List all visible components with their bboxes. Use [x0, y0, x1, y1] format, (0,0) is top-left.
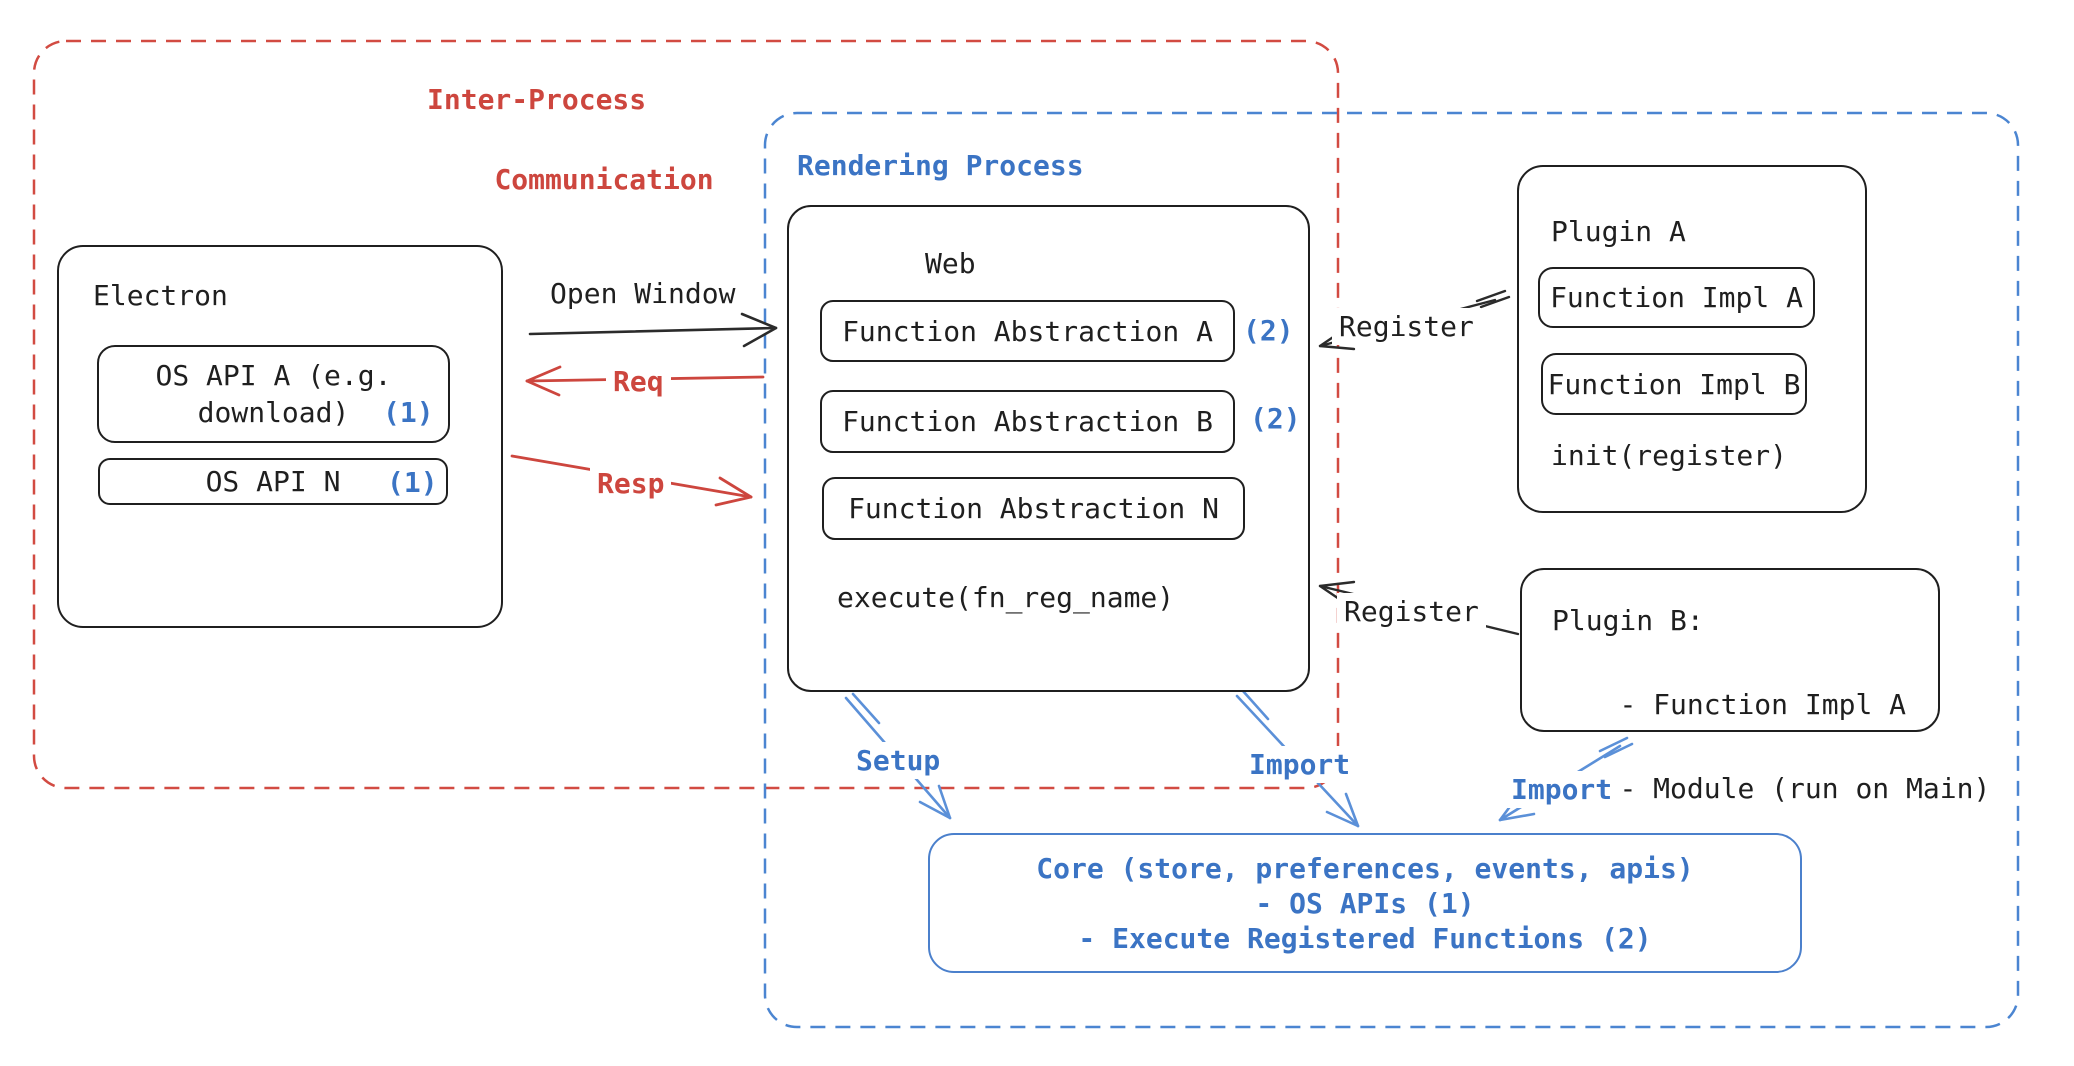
function-impl-b-label: Function Impl B [1547, 367, 1801, 401]
os-api-a-line2: download) [197, 396, 350, 429]
function-impl-a-box: Function Impl A [1538, 267, 1815, 328]
function-abstraction-b-label: Function Abstraction B [842, 405, 1213, 438]
function-impl-b-box: Function Impl B [1541, 353, 1807, 415]
os-api-n-label: OS API N [205, 465, 341, 498]
open-window-arrow [528, 312, 778, 348]
function-abstraction-n-label: Function Abstraction N [848, 492, 1219, 525]
req-label: Req [606, 363, 671, 400]
os-api-n-ref-badge: (1) [387, 466, 438, 499]
function-impl-a-label: Function Impl A [1550, 281, 1803, 314]
register-b-label: Register [1337, 593, 1486, 630]
plugin-b-item-module: - Module (run on Main) [1619, 772, 1991, 805]
web-title: Web [925, 247, 976, 280]
plugin-a-title: Plugin A [1551, 215, 1686, 248]
init-register-label: init(register) [1551, 439, 1788, 472]
plugin-b-item-impl: - Function Impl A [1619, 688, 1907, 721]
resp-label: Resp [590, 465, 672, 502]
ipc-region-label: Inter-Process Communication [427, 80, 714, 200]
function-abstraction-a-badge: (2) [1243, 314, 1294, 347]
os-api-a-line1: OS API A (e.g. [155, 359, 392, 392]
electron-title: Electron [93, 279, 228, 312]
core-execute-line: - Execute Registered Functions (2) [1078, 921, 1652, 955]
execute-label: execute(fn_reg_name) [837, 581, 1175, 614]
core-os-apis-line: - OS APIs (1) [1255, 886, 1475, 920]
function-abstraction-a-label: Function Abstraction A [842, 314, 1213, 348]
register-a-label: Register [1332, 308, 1481, 345]
core-text: Core (store, preferences, events, apis) … [1036, 851, 1693, 956]
import-web-label: Import [1242, 746, 1358, 783]
function-abstraction-b-box: Function Abstraction B [820, 390, 1235, 453]
function-abstraction-b-badge: (2) [1250, 402, 1301, 435]
core-box: Core (store, preferences, events, apis) … [928, 833, 1802, 973]
setup-label: Setup [849, 742, 948, 779]
os-api-a-ref-badge: (1) [383, 396, 434, 429]
import-plugin-label: Import [1504, 771, 1620, 808]
function-abstraction-n-box: Function Abstraction N [822, 477, 1245, 540]
function-abstraction-a-box: Function Abstraction A [820, 300, 1235, 362]
ipc-label-line2: Communication [494, 163, 714, 196]
plugin-b-title: Plugin B: [1552, 604, 1704, 637]
ipc-label-line1: Inter-Process [427, 83, 647, 116]
rendering-region-label: Rendering Process [797, 149, 1084, 182]
open-window-label: Open Window [550, 277, 736, 310]
core-title-line: Core (store, preferences, events, apis) [1036, 851, 1694, 885]
